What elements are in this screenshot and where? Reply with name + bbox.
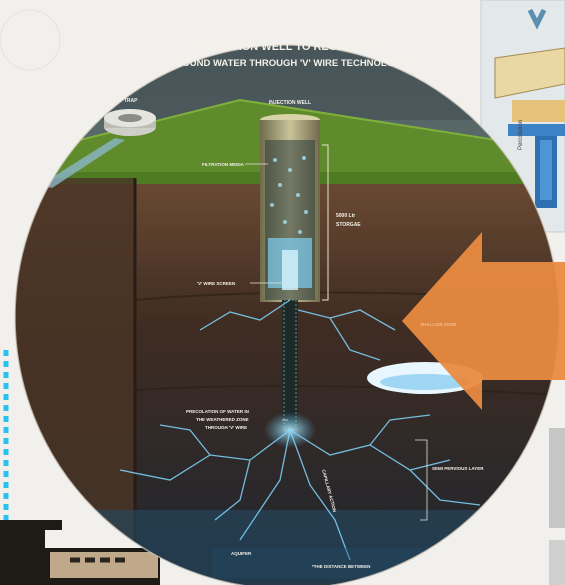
label-v-wire-screen: 'V' WIRE SCREEN — [197, 281, 235, 286]
gray-box-top — [549, 428, 565, 528]
title-line2: GROUND WATER THROUGH 'V' WIRE TECHNOLOGY — [168, 58, 408, 69]
label-storage-line1: 5000 Ltr — [336, 213, 355, 219]
left-arrow-icon — [402, 232, 565, 410]
gray-box-bottom — [549, 540, 565, 585]
label-percolation-line3: THROUGH 'V' WIRE — [205, 425, 247, 430]
label-percolation-line1: PRECOLATION OF WATER IN — [186, 409, 249, 414]
label-silt-trap: SILT TRAP — [112, 98, 138, 104]
label-injection-well: INJECTION WELL — [269, 100, 311, 106]
label-footnote: *THE DISTANCE BETWEEN — [312, 564, 370, 569]
label-filtration-media: FILTRATION MEDIA — [202, 162, 245, 167]
label-percolation-line2: THE WEATHERED ZONE — [196, 417, 249, 422]
label-aquifer: AQUIFER — [231, 551, 252, 556]
silt-trap — [40, 109, 156, 188]
svg-text:Percolation: Percolation — [518, 120, 524, 150]
title-line1: INJECTION WELL TO RECHARGE — [200, 41, 377, 53]
capillary-lines — [119, 299, 481, 561]
stamp-illustration — [0, 520, 160, 585]
label-storage-line2: STORGAE — [336, 222, 361, 228]
label-shallow-zone: SHALLOW ZONE — [420, 322, 457, 327]
injection-well — [260, 114, 320, 448]
label-semi-pervious: SEMI PERVIOUS LAYER — [432, 466, 484, 471]
